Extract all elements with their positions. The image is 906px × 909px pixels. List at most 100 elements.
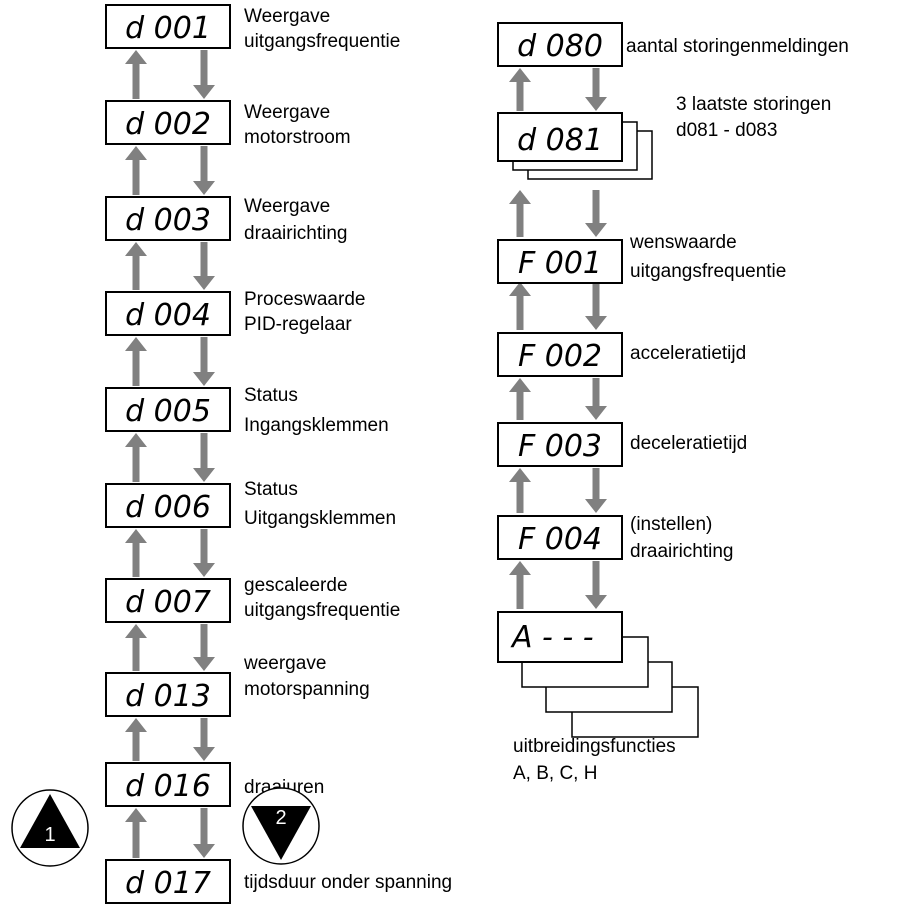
left-item-5-box-code: d 005 (125, 394, 211, 429)
left-item-10-box-frame (105, 859, 231, 904)
right-item-6-up-arrow (509, 561, 531, 609)
left-item-7-box-code: d 007 (125, 585, 211, 620)
arrows-layer (125, 50, 607, 858)
right-item-7-box-code: A - - - (510, 620, 594, 655)
left-item-8-box-code: d 013 (125, 679, 211, 714)
right-item-4-box: F 002 (497, 332, 623, 377)
right-item-3-label-line-1: wenswaarde (629, 232, 737, 253)
left-item-2-down-arrow (193, 146, 215, 195)
right-item-5-box-code: F 003 (518, 429, 602, 464)
left-item-6-box-code: d 006 (125, 490, 211, 525)
left-item-3-up-arrow (125, 242, 147, 290)
left-item-2-box-code: d 002 (125, 107, 211, 142)
left-item-5-box: d 005 (105, 387, 231, 432)
right-item-5-down-arrow (585, 468, 607, 513)
right-item-2-box-code: d 081 (517, 123, 603, 158)
down-button-number: 2 (275, 807, 286, 829)
right-item-6-box-frame (497, 515, 623, 560)
left-item-8-box: d 013 (105, 672, 231, 717)
left-item-5-up-arrow (125, 433, 147, 482)
up-button-number: 1 (44, 824, 55, 846)
left-item-7-box-frame (105, 578, 231, 623)
boxes-layer: d 001 d 002 d 003 d 004 d 005 d 006 d 007 d 013… (105, 4, 699, 904)
left-item-1-label-line-2: uitgangsfrequentie (244, 31, 400, 52)
right-item-7-label-line-1: uitbreidingsfuncties (513, 736, 676, 757)
left-item-2-label-line-2: motorstroom (244, 127, 351, 148)
right-item-7-box: A - - - (497, 611, 699, 738)
left-item-5-box-frame (105, 387, 231, 432)
left-item-10-label-line-1: tijdsduur onder spanning (244, 872, 452, 893)
right-item-2-up-arrow (509, 190, 531, 237)
left-item-2-up-arrow (125, 146, 147, 195)
right-item-2-label-line-2: d081 - d083 (676, 120, 777, 141)
right-item-4-box-code: F 002 (518, 339, 602, 374)
left-item-4-box-frame (105, 291, 231, 336)
left-item-3-label-line-2: draairichting (244, 223, 348, 244)
up-button[interactable]: 1 (11, 789, 89, 867)
right-item-6-label-line-2: draairichting (630, 541, 734, 562)
right-item-4-label-line-1: acceleratietijd (630, 343, 746, 364)
down-button[interactable]: 2 (242, 787, 320, 865)
right-item-6-down-arrow (585, 561, 607, 609)
left-item-4-label-line-1: Proceswaarde (244, 289, 365, 310)
left-item-1-box-code: d 001 (125, 11, 211, 46)
left-item-3-down-arrow (193, 242, 215, 290)
left-item-3-box-frame (105, 196, 231, 241)
left-item-4-up-arrow (125, 337, 147, 386)
left-item-3-box-code: d 003 (125, 203, 211, 238)
left-item-1-down-arrow (193, 50, 215, 99)
left-item-6-box: d 006 (105, 483, 231, 528)
left-item-3-box: d 003 (105, 196, 231, 241)
right-item-6-box-code: F 004 (518, 522, 602, 557)
right-item-2-down-arrow (585, 190, 607, 237)
right-item-2-box: d 081 (497, 112, 653, 180)
left-item-6-label-line-2: Uitgangsklemmen (244, 508, 396, 529)
right-item-3-label-line-2: uitgangsfrequentie (630, 261, 786, 282)
triangle-up-icon (20, 794, 80, 848)
right-item-3-up-arrow (509, 282, 531, 330)
right-item-2-box-frame (497, 112, 623, 162)
right-item-6-box: F 004 (497, 515, 623, 560)
right-item-3-box-code: F 001 (518, 246, 602, 281)
right-item-1-box: d 080 (497, 22, 623, 67)
left-item-8-label-line-2: motorspanning (244, 679, 370, 700)
right-item-4-box-frame (497, 332, 623, 377)
left-item-5-down-arrow (193, 433, 215, 482)
left-item-4-label-line-2: PID-regelaar (244, 314, 352, 335)
left-item-7-label-line-1: gescaleerde (244, 575, 348, 596)
right-item-3-box-frame (497, 239, 623, 284)
right-item-7-box-frame (497, 611, 623, 663)
left-item-7-box: d 007 (105, 578, 231, 623)
right-item-5-box: F 003 (497, 422, 623, 467)
right-item-1-box-code: d 080 (517, 29, 603, 64)
left-item-6-label-line-1: Status (244, 479, 298, 500)
right-item-2-label-line-1: 3 laatste storingen (676, 94, 831, 115)
labels-layer: WeergaveuitgangsfrequentieWeergavemotors… (243, 6, 849, 893)
right-item-3-down-arrow (585, 282, 607, 330)
left-item-9-box: d 016 (105, 762, 231, 807)
left-item-8-down-arrow (193, 718, 215, 761)
right-item-6-label-line-1: (instellen) (630, 514, 712, 535)
left-item-9-box-code: d 016 (125, 769, 211, 804)
left-item-2-label-line-1: Weergave (244, 102, 330, 123)
left-item-9-up-arrow (125, 808, 147, 858)
left-item-7-down-arrow (193, 624, 215, 671)
right-item-3-box: F 001 (497, 239, 623, 284)
right-item-5-label-line-1: deceleratietijd (630, 433, 747, 454)
left-item-4-box: d 004 (105, 291, 231, 336)
left-item-1-up-arrow (125, 50, 147, 99)
left-item-2-box-frame (105, 100, 231, 145)
left-item-1-label-line-1: Weergave (244, 6, 330, 27)
right-item-1-label-line-1: aantal storingenmeldingen (626, 36, 849, 57)
left-item-1-box: d 001 (105, 4, 231, 49)
buttons-layer: 12 (11, 787, 320, 867)
right-item-7-label-line-2: A, B, C, H (513, 763, 597, 784)
right-item-1-box-frame (497, 22, 623, 67)
left-item-10-box-code: d 017 (125, 866, 211, 901)
right-item-1-up-arrow (509, 68, 531, 111)
left-item-9-down-arrow (193, 808, 215, 858)
right-item-5-box-frame (497, 422, 623, 467)
left-item-3-label-line-1: Weergave (244, 196, 330, 217)
right-item-1-down-arrow (585, 68, 607, 111)
